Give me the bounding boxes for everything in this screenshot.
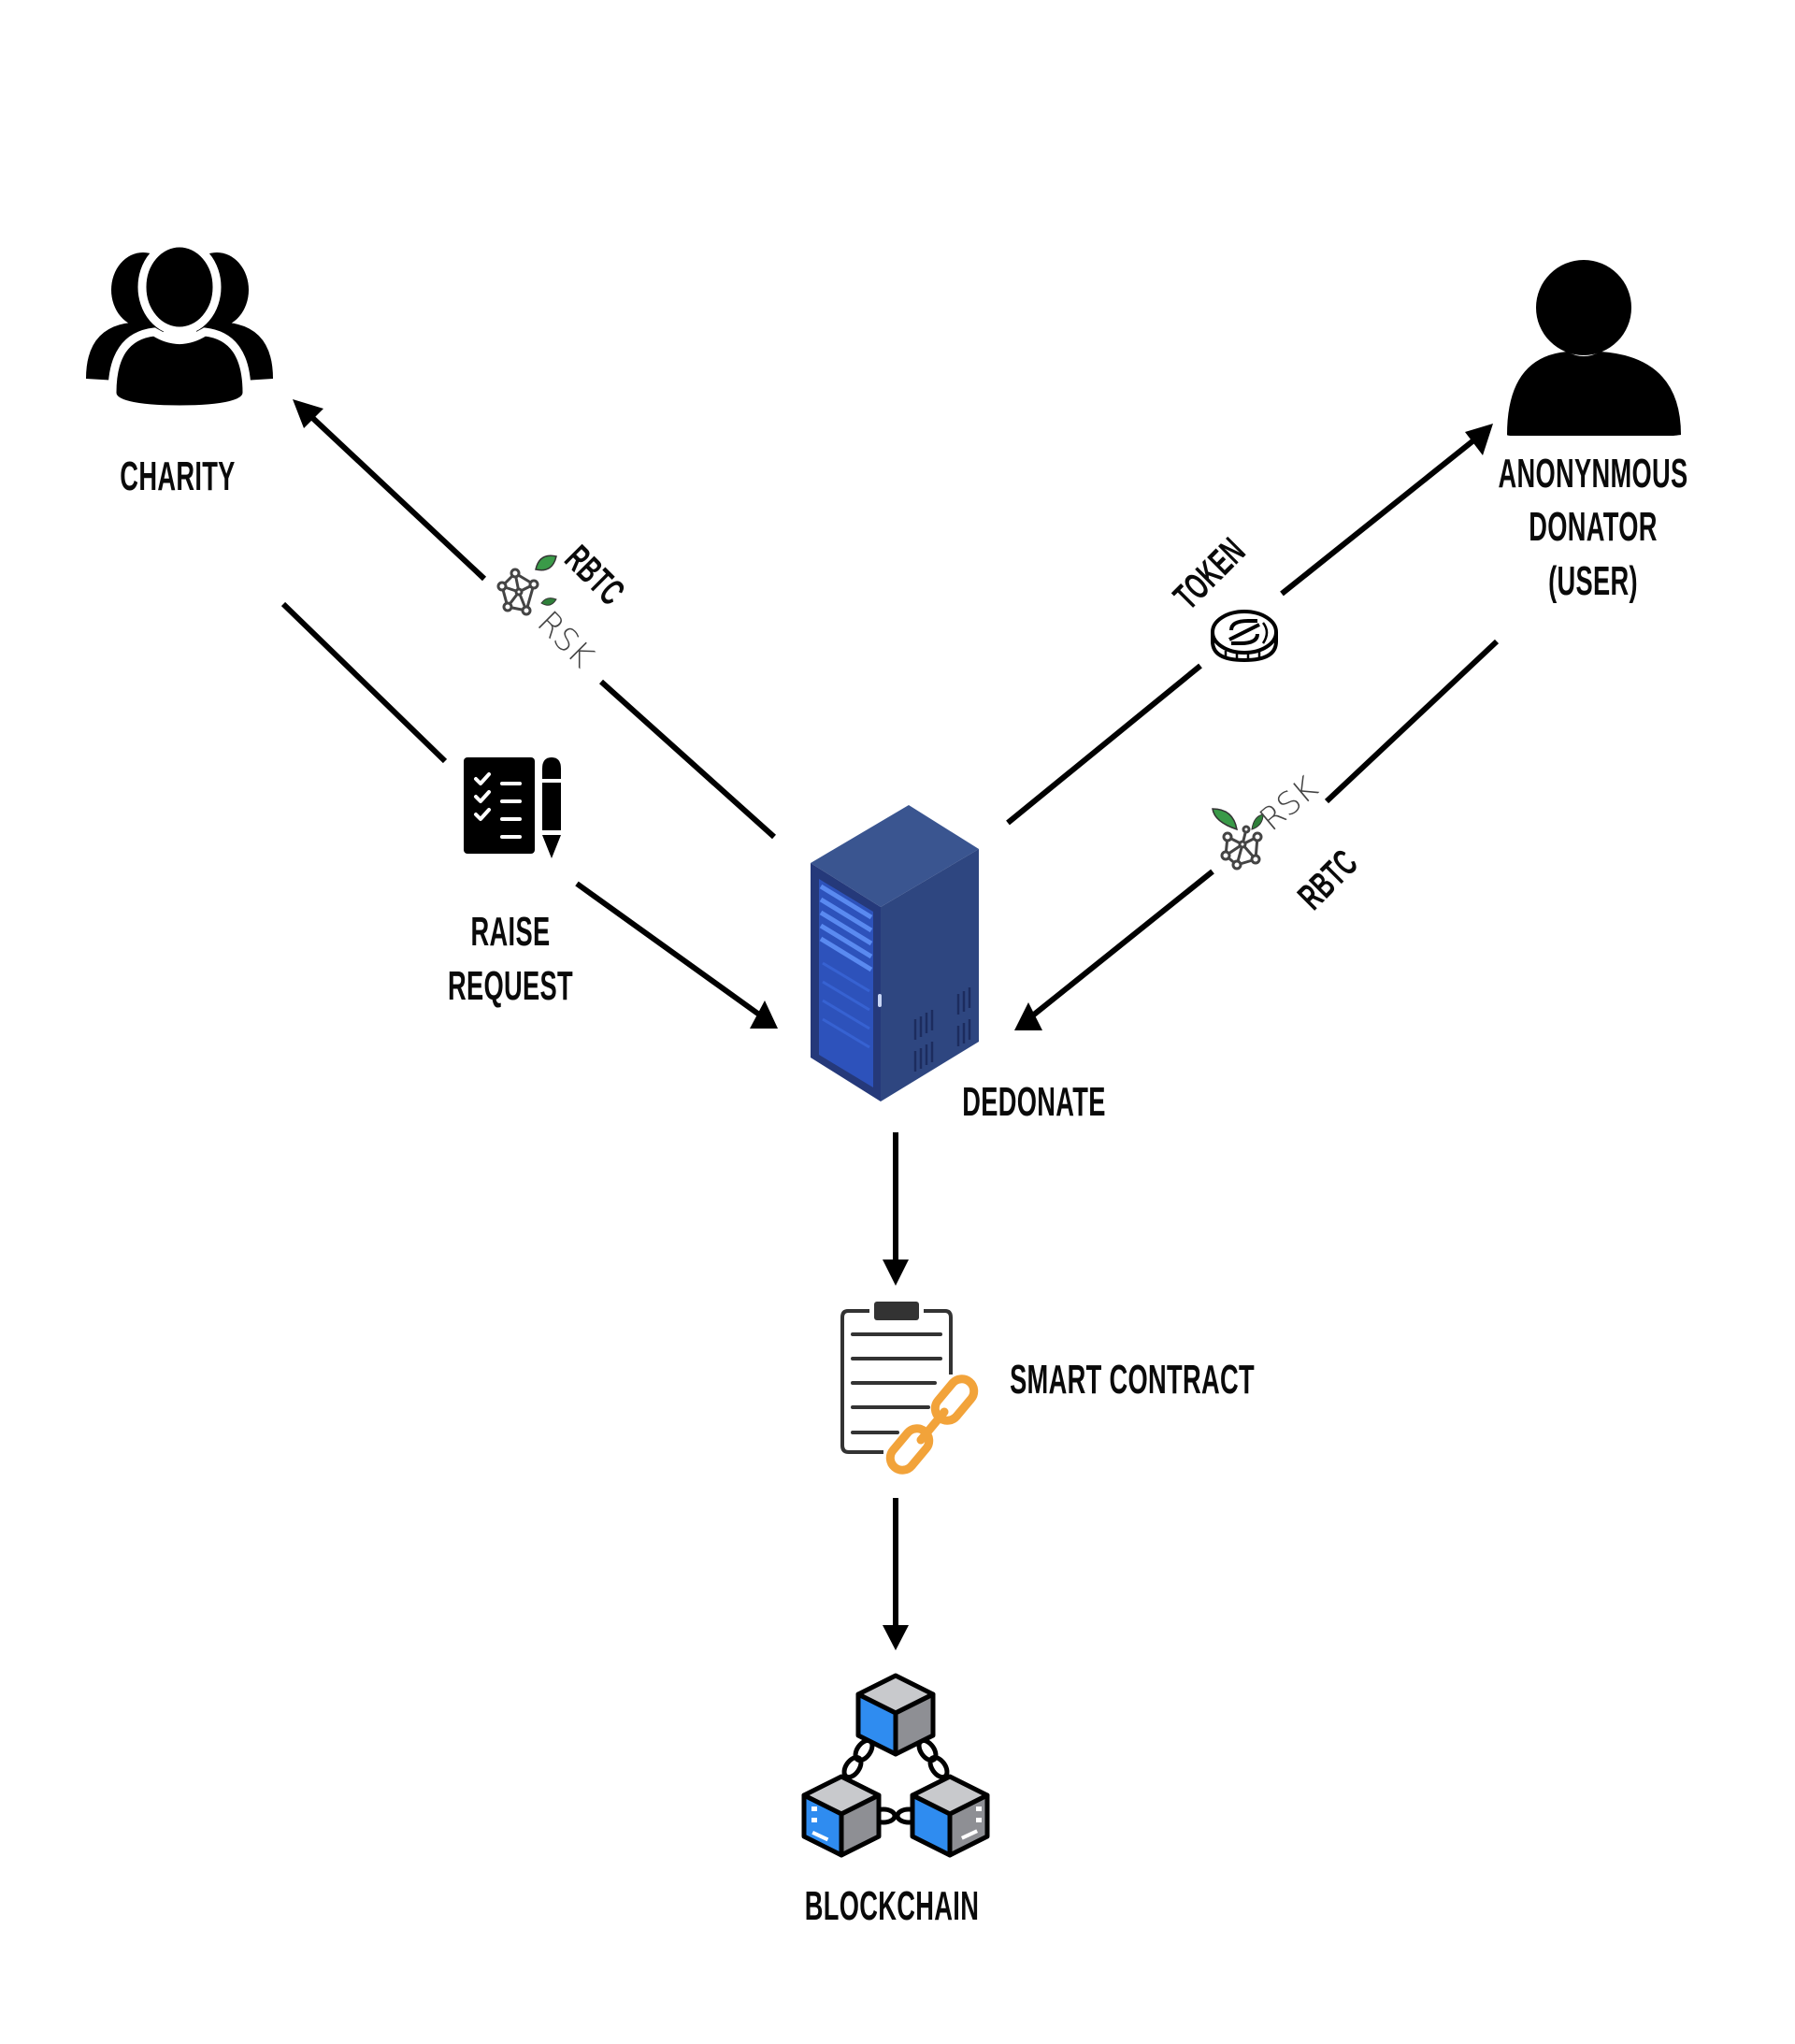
checklist-with-pencil-icon [464,757,561,858]
charity-label: CHARITY [120,453,235,498]
rsk-logo-icon [496,554,557,616]
edge-line [598,679,777,840]
arrowhead-icon [1465,424,1493,455]
dedonate-label: DEDONATE [962,1078,1105,1124]
arrowhead-icon [883,1625,909,1650]
donator-node[interactable]: ANONYNMOUS DONATOR (USER) [1498,260,1687,604]
clipboard-with-chain-icon [840,1302,979,1475]
donator-label-line-2: DONATOR [1529,503,1658,549]
group-of-people-icon [86,238,273,414]
edge-line [1280,435,1479,597]
dedonate-node[interactable]: DEDONATE [811,805,1106,1125]
linked-blocks-icon [801,1673,990,1858]
edge-line [1027,869,1214,1021]
server-rack-icon [811,805,979,1101]
blockchain-node[interactable]: BLOCKCHAIN [801,1673,990,1929]
blockchain-label: BLOCKCHAIN [805,1882,979,1928]
edge-smart-contract-to-blockchain[interactable] [883,1498,909,1650]
edge-line [1324,639,1500,804]
edge-dedonate-to-donator[interactable]: TOKEN [1006,424,1493,826]
edge-line [1006,663,1202,826]
rsk-logo-icon [1212,808,1264,871]
arrowhead-icon [293,399,323,428]
rsk-badge-text: RSK [530,604,601,675]
token-label: TOKEN [1166,530,1254,618]
edge-dedonate-to-smart-contract[interactable] [883,1132,909,1286]
raise-request-label-line-1: RAISE [471,908,551,954]
rbtc-label: RBTC [556,538,632,613]
edge-line [304,410,487,582]
edge-line [280,601,448,764]
donator-label-line-3: (USER) [1548,557,1638,603]
charity-node[interactable]: CHARITY [86,238,273,499]
coin-token-icon [1211,610,1278,663]
edge-donator-to-dedonate[interactable]: RSK RBTC [1014,639,1500,1030]
arrowhead-icon [883,1260,909,1286]
arrowhead-icon [750,1000,778,1029]
edge-line [575,881,761,1017]
smart-contract-node[interactable]: SMART CONTRACT [840,1302,1255,1475]
edge-charity-to-dedonate[interactable]: RAISE REQUEST [280,601,778,1029]
donator-label-line-1: ANONYNMOUS [1498,450,1687,496]
raise-request-label-line-2: REQUEST [448,962,573,1008]
smart-contract-label: SMART CONTRACT [1010,1356,1255,1402]
person-icon [1507,260,1681,436]
arrowhead-icon [1014,1002,1042,1030]
rsk-badge-text: RSK [1253,770,1325,839]
rbtc-label: RBTC [1290,842,1366,918]
